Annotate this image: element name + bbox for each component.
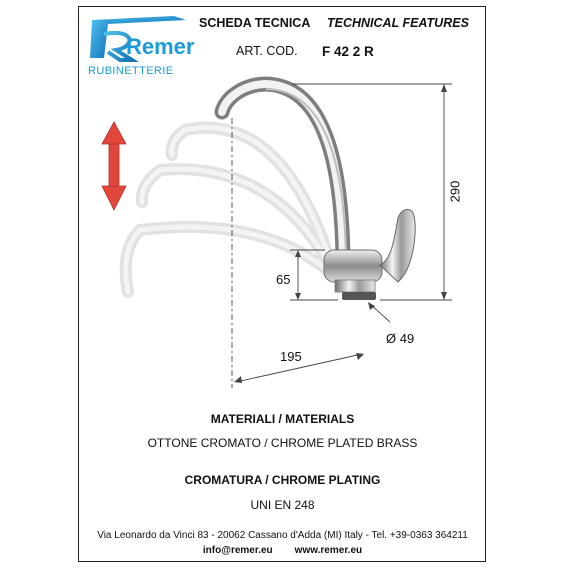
- footer-contacts: info@remer.eu www.remer.eu: [80, 545, 485, 556]
- faucet-spout: [214, 76, 351, 268]
- technical-sheet-frame: [78, 6, 486, 562]
- dimension-base-height: 65: [276, 272, 291, 287]
- footer-address: Via Leonardo da Vinci 83 - 20062 Cassano…: [97, 530, 468, 541]
- faucet-technical-drawing: [101, 76, 452, 388]
- footer-website-link[interactable]: www.remer.eu: [294, 545, 363, 556]
- logo-subtitle: RUBINETTERIE: [88, 65, 173, 77]
- dimension-diameter: Ø 49: [386, 331, 415, 346]
- faucet-lever: [379, 209, 416, 283]
- plating-title: CROMATURA / CHROME PLATING: [184, 473, 381, 487]
- materials-title: MATERIALI / MATERIALS: [210, 412, 355, 426]
- materials-value: OTTONE CROMATO / CHROME PLATED BRASS: [147, 436, 418, 450]
- dimension-reach: 195: [280, 349, 302, 364]
- remer-logo: Remer RUBINETTERIE: [88, 16, 195, 77]
- dimension-total-height: 290: [447, 180, 463, 203]
- article-code-label: ART. COD.: [236, 44, 298, 58]
- title-italian: SCHEDA TECNICA: [199, 16, 311, 30]
- dimension-arrowheads: [234, 84, 447, 383]
- spout-ghost-positions: [119, 121, 336, 298]
- faucet-body: [323, 249, 383, 300]
- article-code-value: F 42 2 R: [322, 44, 374, 59]
- footer-email-link[interactable]: info@remer.eu: [202, 545, 273, 556]
- logo-brand-text: Remer: [126, 34, 195, 59]
- plating-value: UNI EN 248: [250, 498, 315, 512]
- double-arrow-vertical-icon: [101, 121, 127, 211]
- dimension-lines: [231, 83, 452, 388]
- title-english: TECHNICAL FEATURES: [327, 16, 469, 30]
